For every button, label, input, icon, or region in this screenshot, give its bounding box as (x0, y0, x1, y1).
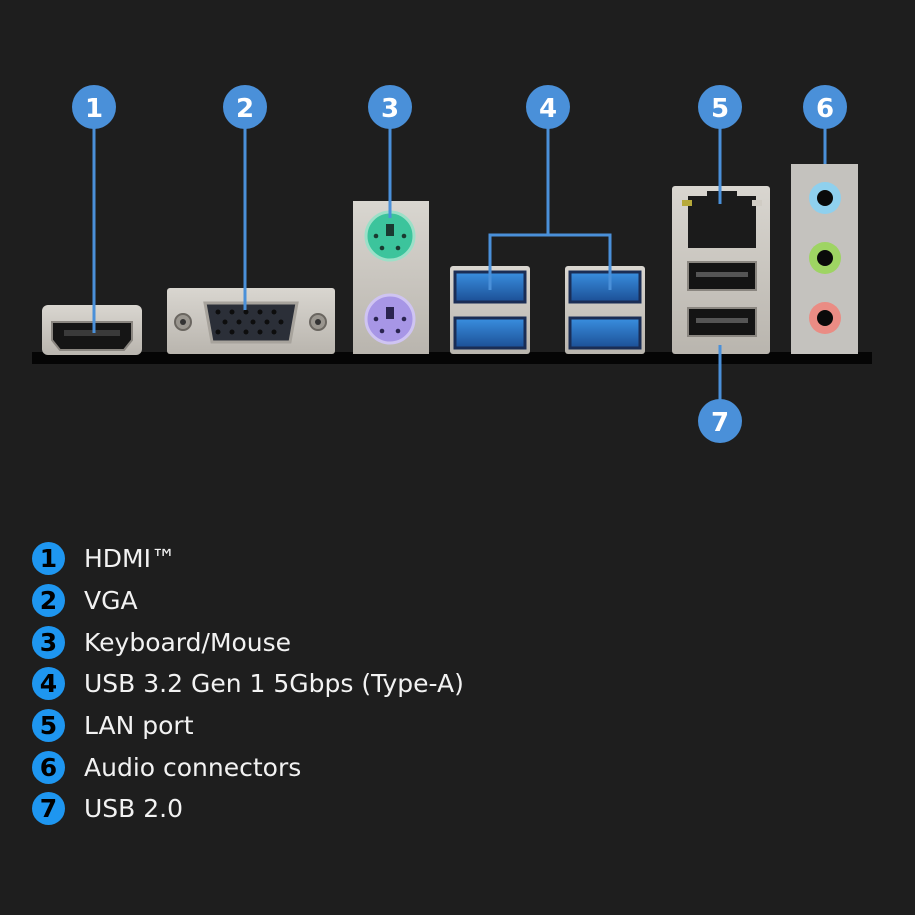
callout-number: 2 (236, 94, 254, 124)
callout-number: 1 (85, 94, 103, 124)
callout-1: 1 (72, 85, 116, 129)
legend-item: 5 LAN port (32, 705, 464, 747)
vga-port (167, 288, 335, 354)
legend-item: 6 Audio connectors (32, 746, 464, 788)
lan-usb2-port (672, 186, 770, 354)
legend-number-badge: 7 (32, 792, 65, 826)
legend-label: USB 3.2 Gen 1 5Gbps (Type-A) (84, 669, 464, 699)
legend-label: Keyboard/Mouse (84, 627, 292, 657)
legend: 1 HDMI™ 2 VGA 3 Keyboard/Mouse 4 USB 3.2… (32, 538, 464, 830)
legend-number-badge: 1 (32, 542, 65, 576)
legend-number-badge: 5 (32, 709, 65, 743)
legend-number-badge: 2 (32, 584, 65, 618)
callout-number: 6 (816, 94, 834, 124)
callout-5: 5 (698, 85, 742, 129)
audio-jacks (791, 164, 858, 354)
callout-7: 7 (698, 399, 742, 443)
hdmi-port (42, 305, 142, 355)
callout-number: 7 (711, 408, 729, 438)
callout-number: 5 (711, 94, 729, 124)
legend-number-badge: 6 (32, 750, 65, 784)
legend-number-badge: 3 (32, 625, 65, 659)
legend-label: HDMI™ (84, 544, 176, 574)
callout-6: 6 (803, 85, 847, 129)
callout-number: 3 (381, 94, 399, 124)
usb3-ports (450, 266, 645, 354)
io-shield-rail (32, 352, 872, 364)
legend-item: 7 USB 2.0 (32, 788, 464, 830)
legend-item: 1 HDMI™ (32, 538, 464, 580)
callout-4: 4 (526, 85, 570, 129)
ps2-port (353, 201, 429, 354)
legend-label: VGA (84, 586, 138, 616)
legend-label: LAN port (84, 711, 194, 741)
legend-item: 4 USB 3.2 Gen 1 5Gbps (Type-A) (32, 663, 464, 705)
legend-item: 3 Keyboard/Mouse (32, 621, 464, 663)
callout-3: 3 (368, 85, 412, 129)
legend-label: USB 2.0 (84, 794, 184, 824)
callout-2: 2 (223, 85, 267, 129)
callout-line-4 (488, 124, 612, 290)
legend-number-badge: 4 (32, 667, 65, 701)
callout-number: 4 (539, 94, 557, 124)
io-panel-diagram: 1 2 3 4 5 6 7 (32, 85, 872, 443)
legend-label: Audio connectors (84, 752, 302, 782)
legend-item: 2 VGA (32, 580, 464, 622)
